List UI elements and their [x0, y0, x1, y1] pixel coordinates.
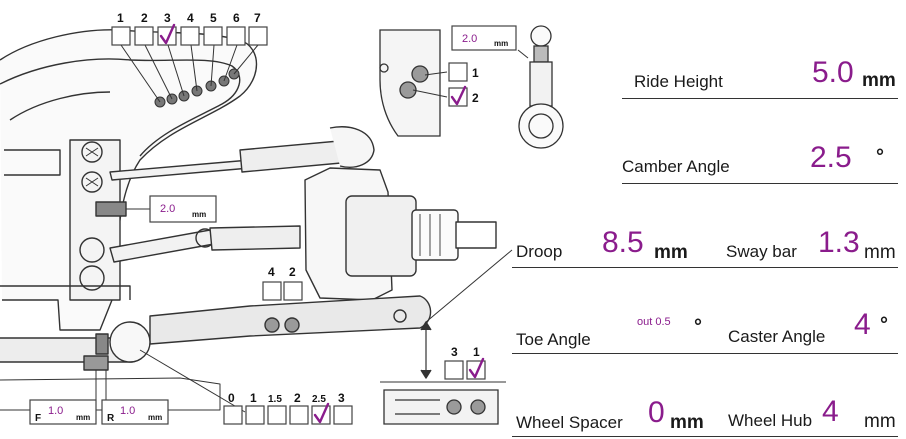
sway-bar-box-1-5[interactable]: [267, 405, 287, 425]
chassis-drawing: [0, 29, 513, 411]
top-rod-label-2: 2: [141, 11, 148, 25]
droop-label: Droop: [516, 242, 563, 261]
sway-bar-box-2[interactable]: [289, 405, 309, 425]
upper-shim-value: 2.0: [462, 33, 477, 45]
arm-hole-selector: 4 2: [262, 265, 303, 301]
rear-spacer-value: 1.0: [120, 405, 135, 417]
top-rod-label-6: 6: [233, 11, 240, 25]
sway-bar-label-3: 3: [338, 391, 345, 405]
arm-hole-box-2[interactable]: [283, 281, 303, 301]
top-rod-label-7: 7: [254, 11, 261, 25]
camber-angle-label: Camber Angle: [622, 157, 730, 176]
front-spacer-unit: mm: [76, 413, 90, 422]
wheel-spacer-hub-rule: [512, 436, 898, 437]
sway-bar-unit: mm: [864, 242, 896, 263]
top-rod-box-4[interactable]: [180, 26, 200, 46]
sway-bar-selector: 0 1 1.5 2 2.5 3: [223, 391, 353, 425]
sway-bar-label-0: 0: [228, 391, 235, 405]
arm-hole-label-4: 4: [268, 265, 275, 279]
sway-bar-label-1-5: 1.5: [268, 394, 282, 405]
camber-shim-callout: 2.0 mm: [126, 195, 217, 223]
shock-mount-box-1[interactable]: [448, 62, 468, 82]
wheel-spacer-label: Wheel Spacer: [516, 413, 623, 432]
camber-angle-unit: °: [876, 146, 884, 168]
sway-bar-label: Sway bar: [726, 242, 797, 261]
top-rod-position-selector: 1 2 3 4 5 6 7: [111, 11, 268, 46]
wheel-spacer-unit: mm: [670, 412, 704, 433]
spacer-callouts: F 1.0 mm R 1.0 mm: [29, 370, 169, 425]
toe-angle-unit: °: [694, 316, 702, 338]
shock-mount-selector: 1 2: [448, 62, 479, 107]
sway-bar-value: 1.3: [818, 226, 860, 259]
front-spacer-prefix: F: [35, 413, 41, 424]
upper-shim-callout: 2.0 mm: [451, 25, 517, 51]
caster-angle-unit: °: [880, 314, 888, 336]
top-rod-box-1[interactable]: [111, 26, 131, 46]
shock-mount-label-1: 1: [472, 66, 479, 80]
sway-bar-box-0[interactable]: [223, 405, 243, 425]
wheel-hub-unit: mm: [864, 411, 896, 432]
wheel-hub-label: Wheel Hub: [728, 411, 813, 430]
sway-bar-label-2: 2: [294, 391, 301, 405]
top-rod-label-4: 4: [187, 11, 194, 25]
arm-hole-label-2: 2: [289, 265, 296, 279]
droop-unit: mm: [654, 242, 688, 263]
hub-hole-selector: 3 1: [444, 345, 486, 380]
rear-spacer-prefix: R: [107, 413, 115, 424]
hub-hole-label-3: 3: [451, 345, 458, 359]
hub-hole-box-3[interactable]: [444, 360, 464, 380]
camber-angle-value: 2.5: [810, 141, 852, 174]
rear-spacer-unit: mm: [148, 413, 162, 422]
sway-bar-label-2-5: 2.5: [312, 394, 326, 405]
top-rod-box-2[interactable]: [134, 26, 154, 46]
check-mark-icon: [159, 23, 176, 45]
sway-bar-box-3[interactable]: [333, 405, 353, 425]
sway-bar-box-1[interactable]: [245, 405, 265, 425]
droop-sway-rule: [512, 267, 898, 268]
camber-shim-unit: mm: [192, 210, 206, 219]
sway-bar-label-1: 1: [250, 391, 257, 405]
shock-mount-label-2: 2: [472, 91, 479, 105]
top-rod-label-5: 5: [210, 11, 217, 25]
wheel-hub-value: 4: [822, 395, 839, 428]
caster-angle-value: 4: [854, 308, 871, 341]
top-rod-box-7[interactable]: [248, 26, 268, 46]
arm-hole-box-4[interactable]: [262, 281, 282, 301]
hub-detail-drawing: [383, 389, 499, 425]
upper-shim-unit: mm: [494, 39, 508, 48]
toe-caster-rule: [512, 353, 898, 354]
top-rod-box-5[interactable]: [203, 26, 223, 46]
top-rod-box-6[interactable]: [226, 26, 246, 46]
wheel-spacer-value: 0: [648, 396, 665, 429]
hub-hole-label-1: 1: [473, 345, 480, 359]
ride-height-unit: mm: [862, 70, 896, 91]
camber-shim-value: 2.0: [160, 203, 175, 215]
ride-height-label: Ride Height: [634, 72, 723, 91]
top-rod-leaders: [120, 44, 448, 413]
toe-angle-value: out 0.5: [637, 316, 671, 328]
rod-end-drawing: [517, 25, 564, 149]
front-spacer-value: 1.0: [48, 405, 63, 417]
caster-angle-label: Caster Angle: [728, 327, 826, 346]
check-mark-icon: [313, 402, 330, 424]
top-rod-label-1: 1: [117, 11, 124, 25]
check-mark-icon: [468, 357, 485, 379]
check-mark-icon: [450, 85, 467, 106]
ride-height-rule: [622, 98, 898, 99]
top-rod-label-3: 3: [164, 11, 171, 25]
ride-height-value: 5.0: [812, 56, 854, 89]
toe-angle-label: Toe Angle: [516, 330, 591, 349]
droop-value: 8.5: [602, 226, 644, 259]
camber-angle-rule: [622, 183, 898, 184]
shock-mount-drawing: [379, 29, 441, 137]
